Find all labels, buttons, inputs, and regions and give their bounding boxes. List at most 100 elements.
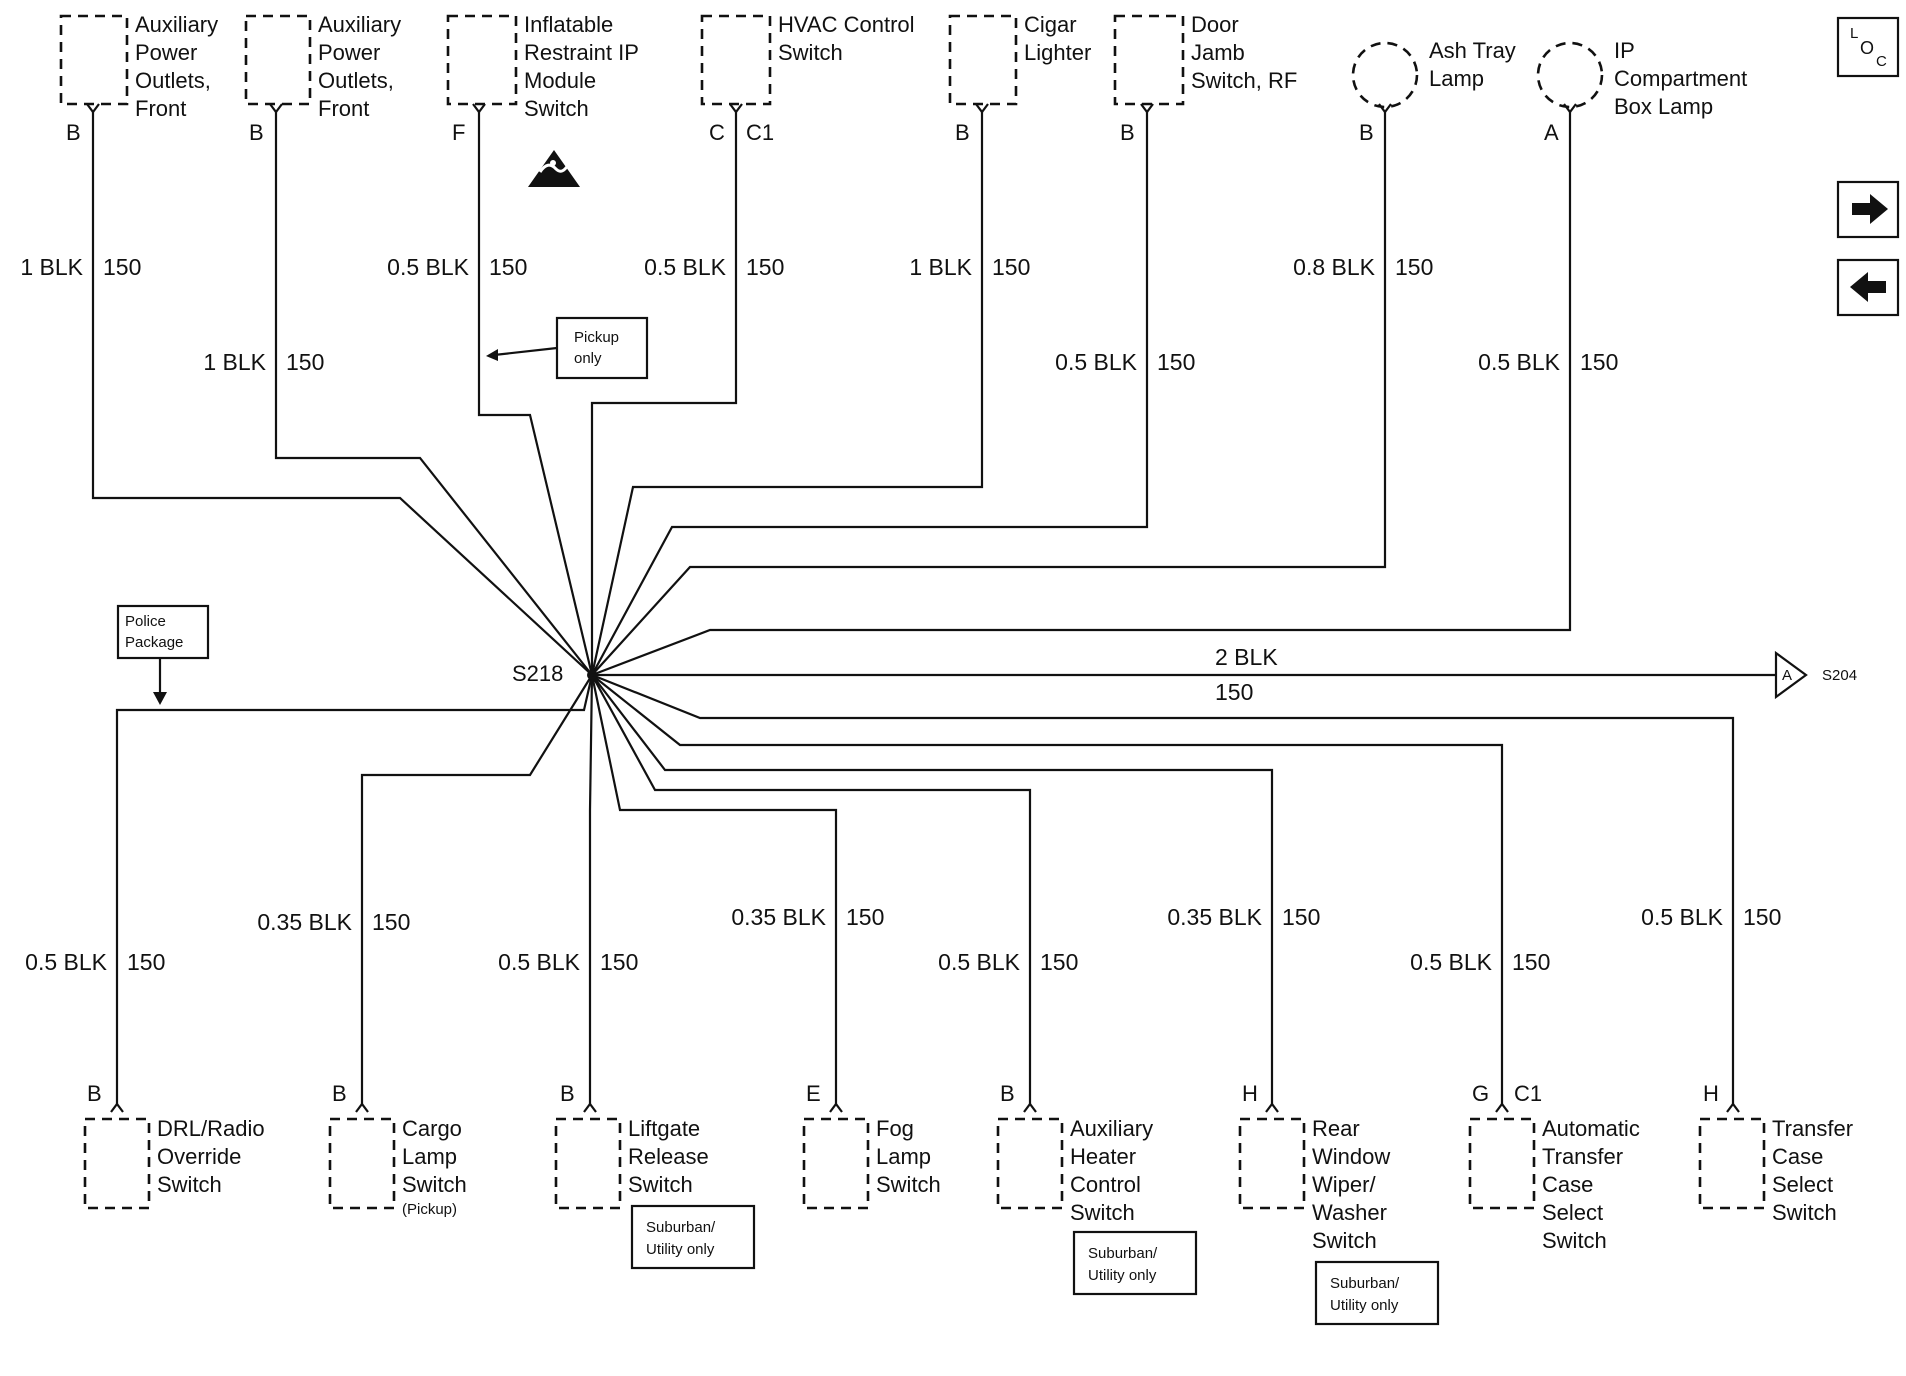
tcase-connector-box [1698, 1117, 1766, 1210]
tcase-terminal [1726, 1102, 1740, 1113]
ash-lamp-symbol [1351, 41, 1419, 109]
police-package-line-1: Police [125, 613, 166, 630]
atcase-label-line: Case [1542, 1172, 1593, 1197]
forward-button[interactable] [1836, 180, 1900, 239]
aux1-pin: B [66, 120, 81, 145]
wires [91, 112, 1735, 1104]
hvac-label-line: Switch [778, 40, 843, 65]
pickup-only-line-1: Pickup [574, 329, 619, 346]
drl-connector-box [83, 1117, 151, 1210]
liftgate-note-line-2: Utility only [646, 1241, 715, 1258]
drl-label-line: Override [157, 1144, 241, 1169]
drl-wire-size: 0.5 BLK [25, 949, 107, 975]
ash-pin: B [1359, 120, 1374, 145]
rearwiper-label-line: Window [1312, 1144, 1390, 1169]
atcase-connector-box [1468, 1117, 1536, 1210]
cargo-label-line: Switch [402, 1172, 467, 1197]
rearwiper-circuit: 150 [1282, 904, 1320, 930]
ash-label-line: Lamp [1429, 66, 1484, 91]
loc-letter-o: O [1860, 38, 1874, 58]
atcase-wire-size: 0.5 BLK [1410, 949, 1492, 975]
irip-label-line: Module [524, 68, 596, 93]
atcase-circuit: 150 [1512, 949, 1550, 975]
door-circuit: 150 [1157, 349, 1195, 375]
ipbox-circuit: 150 [1580, 349, 1618, 375]
ash-terminal [1378, 103, 1392, 114]
auxheat-circuit: 150 [1040, 949, 1078, 975]
liftgate-circuit: 150 [600, 949, 638, 975]
liftgate-connector-box [554, 1117, 622, 1210]
ipbox-wire-size: 0.5 BLK [1478, 349, 1560, 375]
ipbox-wire [591, 112, 1572, 677]
aux2-wire [274, 112, 593, 676]
cigar-pin: B [955, 120, 970, 145]
aux1-connector-box [59, 14, 129, 106]
irip-wire [477, 112, 594, 676]
rearwiper-connector-box [1238, 1117, 1306, 1210]
hvac-wire-size: 0.5 BLK [644, 254, 726, 280]
atcase-label-line: Select [1542, 1200, 1603, 1225]
police-package-callout: Police Package [116, 604, 210, 705]
door-terminal [1140, 103, 1154, 114]
drl-pin: B [87, 1081, 102, 1106]
rearwiper-note-line-2: Utility only [1330, 1297, 1399, 1314]
tcase-wire-size: 0.5 BLK [1641, 904, 1723, 930]
door-wire-size: 0.5 BLK [1055, 349, 1137, 375]
auxheat-label-line: Control [1070, 1172, 1141, 1197]
door-label-line: Jamb [1191, 40, 1245, 65]
rearwiper-label-line: Wiper/ [1312, 1172, 1376, 1197]
aux1-label-line: Front [135, 96, 186, 121]
auxheat-note-box: Suburban/Utility only [1072, 1230, 1198, 1296]
atcase-connector-id: C1 [1514, 1081, 1542, 1106]
door-label-line: Door [1191, 12, 1239, 37]
hvac-terminal [729, 103, 743, 114]
drl-terminal [110, 1102, 124, 1113]
cargo-wire [360, 674, 593, 1104]
loc-button[interactable]: L O C [1836, 16, 1900, 78]
ash-wire [591, 112, 1387, 676]
pickup-only-line-2: only [574, 350, 602, 367]
cigar-terminal [975, 103, 989, 114]
rearwiper-wire-size: 0.35 BLK [1167, 904, 1262, 930]
aux1-label-line: Auxiliary [135, 12, 218, 37]
rearwiper-pin: H [1242, 1081, 1258, 1106]
output-wire-size: 2 BLK [1215, 644, 1278, 670]
door-label-line: Switch, RF [1191, 68, 1297, 93]
rearwiper-wire [591, 674, 1274, 1104]
ipbox-label-line: Compartment [1614, 66, 1747, 91]
cargo-label-line: Lamp [402, 1144, 457, 1169]
rearwiper-label-line: Washer [1312, 1200, 1387, 1225]
atcase-label-line: Switch [1542, 1228, 1607, 1253]
rearwiper-label-line: Rear [1312, 1116, 1360, 1141]
drl-label-line: Switch [157, 1172, 222, 1197]
ipbox-label-line: IP [1614, 38, 1635, 63]
ipbox-label-line: Box Lamp [1614, 94, 1713, 119]
tcase-circuit: 150 [1743, 904, 1781, 930]
cargo-circuit: 150 [372, 909, 410, 935]
back-button[interactable] [1836, 258, 1900, 317]
hvac-connector-box [700, 14, 772, 106]
auxheat-label-line: Switch [1070, 1200, 1135, 1225]
auxheat-label-line: Auxiliary [1070, 1116, 1153, 1141]
aux1-label-line: Power [135, 40, 197, 65]
auxheat-note-line-1: Suburban/ [1088, 1245, 1158, 1262]
liftgate-note-box: Suburban/Utility only [630, 1204, 756, 1270]
atcase-label-line: Automatic [1542, 1116, 1640, 1141]
liftgate-wire [588, 674, 594, 1104]
loc-icon[interactable] [1836, 16, 1900, 78]
aux2-label-line: Outlets, [318, 68, 394, 93]
fog-circuit: 150 [846, 904, 884, 930]
hvac-label-line: HVAC Control [778, 12, 915, 37]
arrow-right-icon [1852, 194, 1888, 224]
ash-label-line: Ash Tray [1429, 38, 1516, 63]
